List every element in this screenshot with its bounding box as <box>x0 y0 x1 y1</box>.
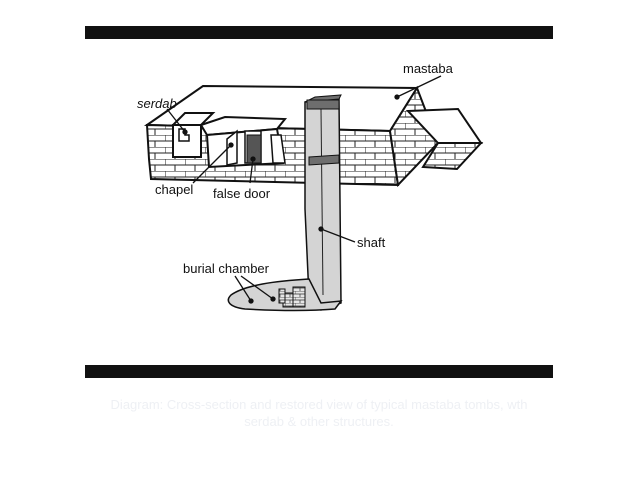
mastaba-diagram: mastaba serdab chapel false door shaft b… <box>85 39 553 365</box>
bottom-frame-bar <box>85 365 553 378</box>
false-door-label: false door <box>213 186 271 201</box>
shaft-label: shaft <box>357 235 386 250</box>
serdab-label: serdab <box>137 96 177 111</box>
mastaba-illustration <box>143 75 484 312</box>
caption-line-2: serdab & other structures. <box>244 414 394 429</box>
burial-chamber-label: burial chamber <box>183 261 269 276</box>
mastaba-label: mastaba <box>403 61 453 76</box>
top-frame-bar <box>85 26 553 39</box>
shaft-shape <box>304 94 342 311</box>
chapel-label: chapel <box>155 182 194 197</box>
caption-line-1: Diagram: Cross-section and restored view… <box>110 397 528 412</box>
diagram-caption: Diagram: Cross-section and restored view… <box>40 396 598 430</box>
leader-lines <box>166 75 442 304</box>
false-door-shape <box>246 134 262 164</box>
